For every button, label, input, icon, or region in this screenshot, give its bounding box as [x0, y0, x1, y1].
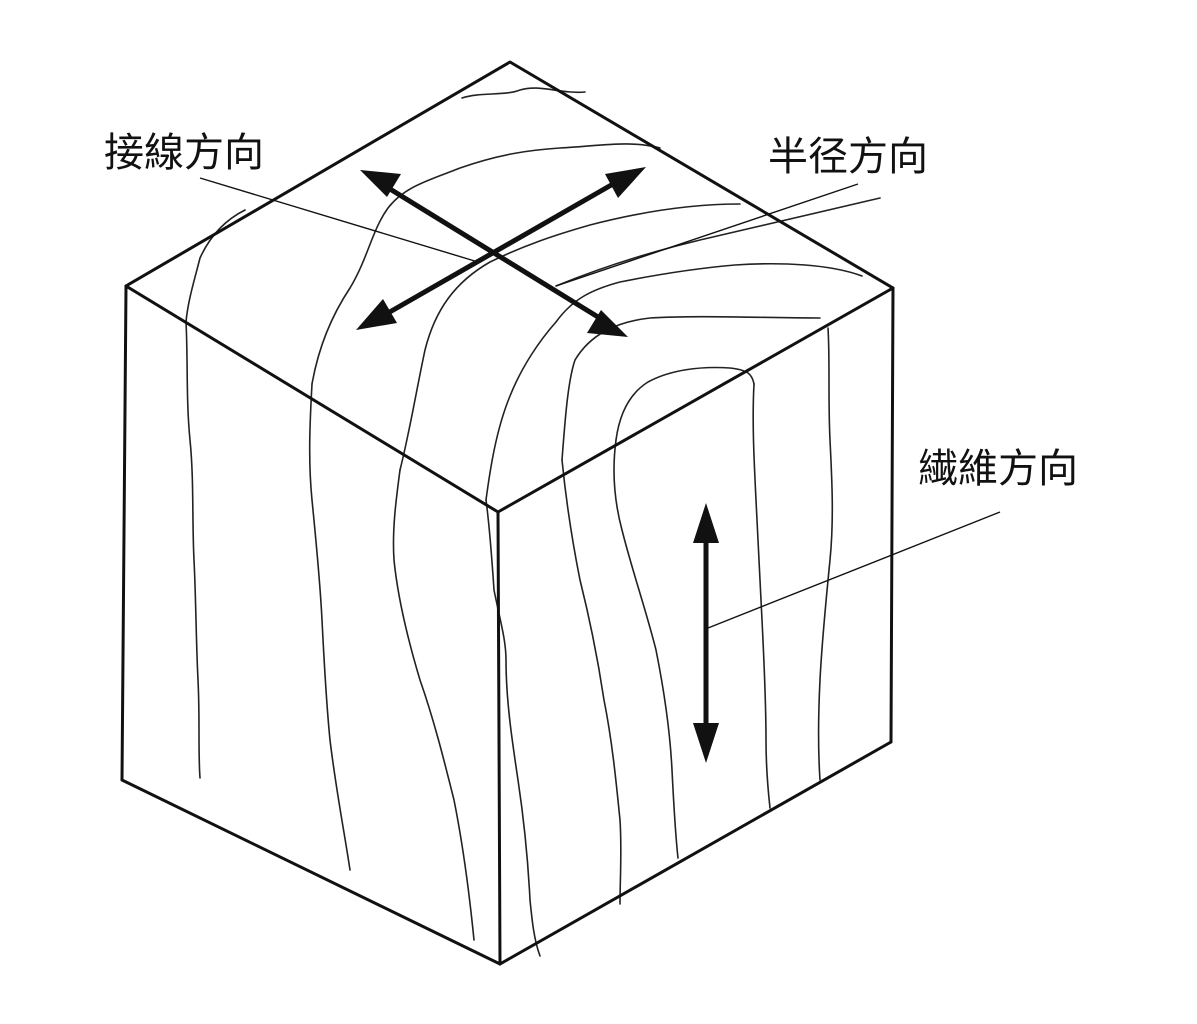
cube-top-right-front-edge	[496, 286, 895, 514]
leader-lines	[199, 177, 1001, 629]
cube-top-left-front-edge	[124, 284, 500, 514]
fiber-direction-label: 繊維方向	[918, 446, 1078, 492]
fiber-leader-line	[707, 511, 1001, 629]
cube-top-outline	[124, 60, 895, 290]
radial-leader-line	[555, 183, 859, 287]
left-face-grain-lines	[185, 321, 475, 941]
radial-arrow-head-upper	[605, 167, 646, 198]
cube-front-vertical-edge	[496, 510, 502, 966]
tangential-direction-label: 接線方向	[104, 130, 264, 176]
fiber-arrow-head-lower	[693, 723, 719, 763]
wood-cube	[120, 60, 895, 966]
right-face-grain-lines	[485, 327, 834, 957]
cube-left-face	[122, 286, 500, 964]
radial-direction-label: 半径方向	[768, 134, 928, 180]
tangential-leader-line	[199, 177, 479, 263]
fiber-arrow-head-upper	[693, 503, 719, 543]
cube-left-vertical-edge	[120, 284, 128, 782]
tangential-arrow-head-upper	[360, 170, 401, 197]
cube-bottom-left-edge	[120, 778, 502, 966]
cube-bottom-right-edge	[498, 740, 893, 966]
fiber-direction-arrow	[693, 503, 719, 763]
radial-direction-arrow	[356, 167, 646, 330]
cube-right-vertical-edge	[889, 286, 895, 744]
radial-arrow-head-lower	[356, 299, 397, 330]
tangential-arrow-head-lower	[587, 310, 628, 337]
top-face-growth-rings	[185, 87, 881, 501]
